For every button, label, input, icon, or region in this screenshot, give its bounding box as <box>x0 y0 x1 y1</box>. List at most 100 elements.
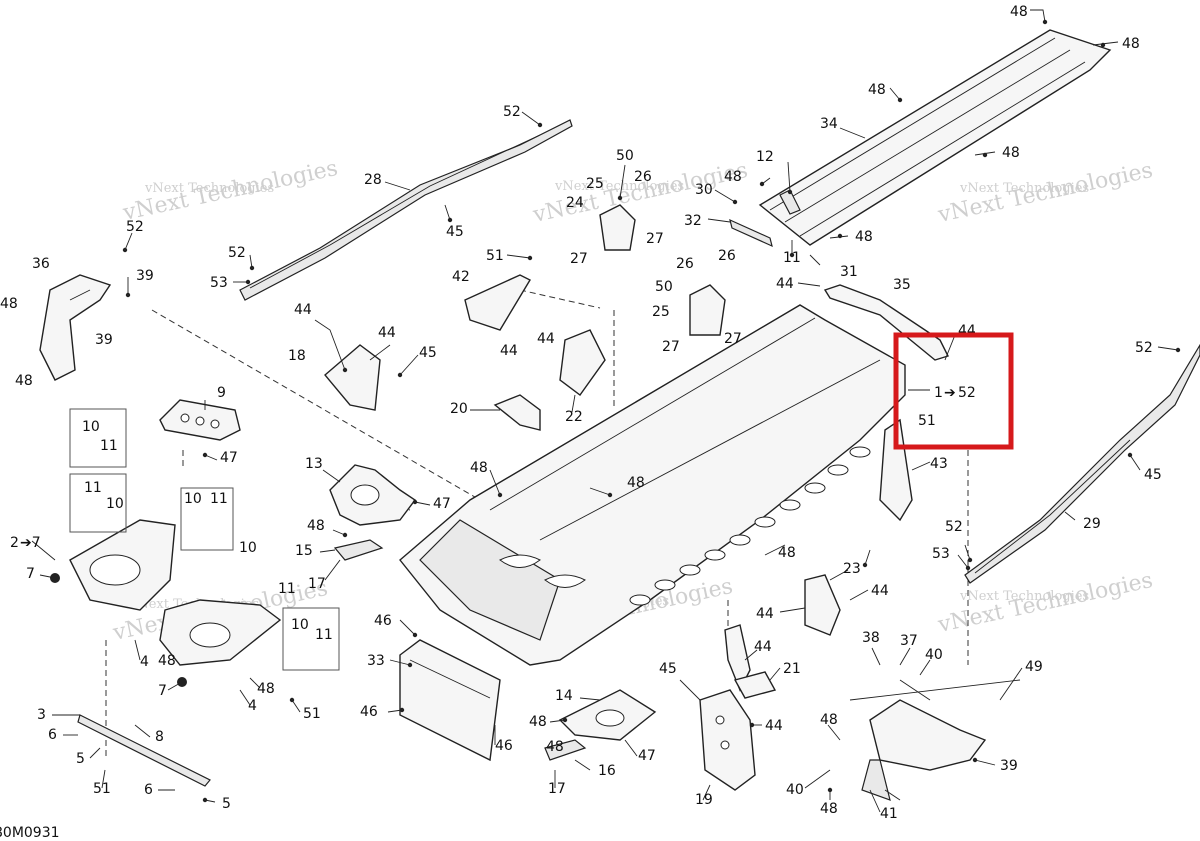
callout-label: 7 <box>158 683 167 699</box>
callout-label: 48 <box>546 739 564 755</box>
callout-labels: 48 48 48 34 48 12 48 30 32 48 11 31 52 2… <box>0 4 1162 822</box>
diagram-code: 80M0931 <box>0 825 60 841</box>
callout-label: 49 <box>1025 659 1043 675</box>
callout-label: 45 <box>659 661 677 677</box>
callout-label: 44 <box>294 302 312 318</box>
callout-label: 27 <box>662 339 680 355</box>
callout-label: 6 <box>144 782 153 798</box>
callout-label: 44 <box>871 583 889 599</box>
part-16 <box>544 739 587 761</box>
callout-label: 44 <box>765 718 783 734</box>
callout-label: 39 <box>95 332 113 348</box>
part-21 <box>724 624 777 699</box>
callout-label: 11 <box>315 627 333 643</box>
callout-label: 34 <box>820 116 838 132</box>
callout-label: 41 <box>880 806 898 822</box>
watermark: vNext Technologies <box>959 589 1089 604</box>
callout-label: 10 <box>239 540 257 556</box>
callout-label: 36 <box>32 256 50 272</box>
callout-label: 50 <box>616 148 634 164</box>
callout-label: 22 <box>565 409 583 425</box>
callout-label: 39 <box>1000 758 1018 774</box>
callout-label: 52 <box>228 245 246 261</box>
tunnel-vent-holes <box>629 446 871 606</box>
callout-label: 48 <box>778 545 796 561</box>
callout-label: 25 <box>652 304 670 320</box>
callout-label: 26 <box>676 256 694 272</box>
callout-label: 53 <box>932 546 950 562</box>
highlight-arrow: ➔ <box>944 385 956 401</box>
part-19 <box>699 689 756 791</box>
callout-label: 48 <box>1122 36 1140 52</box>
bracket-25 <box>689 284 726 336</box>
callout-label: 11 <box>783 250 801 266</box>
callout-label: 35 <box>893 277 911 293</box>
panel-33 <box>399 639 501 762</box>
hardware-box <box>69 473 127 533</box>
callout-label: 27 <box>724 331 742 347</box>
callout-label: 27 <box>646 231 664 247</box>
callout-label: 51 <box>486 248 504 264</box>
part-35 <box>823 284 949 361</box>
callout-label: 46 <box>495 738 513 754</box>
callout-label: 53 <box>210 275 228 291</box>
part-20 <box>493 394 541 431</box>
callout-label: 52 <box>1135 340 1153 356</box>
callout-label: 25 <box>586 176 604 192</box>
callout-label: 17 <box>548 781 566 797</box>
callout-label: 48 <box>0 296 18 312</box>
callout-label: 3 <box>37 707 46 723</box>
strip-3 <box>77 714 211 787</box>
callout-label: 44 <box>756 606 774 622</box>
hardware-box <box>282 607 340 671</box>
callout-label: 10 <box>82 419 100 435</box>
callout-label: ➔7 <box>20 535 41 551</box>
highlight-second-number: 52 <box>958 385 976 401</box>
callout-label: 44 <box>754 639 772 655</box>
highlight-first-number: 1 <box>934 385 943 401</box>
callout-label: 28 <box>364 172 382 188</box>
callout-label: 48 <box>1010 4 1028 20</box>
callout-label: 11 <box>100 438 118 454</box>
callout-label: 47 <box>433 496 451 512</box>
callout-label: 31 <box>840 264 858 280</box>
callout-label: 42 <box>452 269 470 285</box>
callout-label: 16 <box>598 763 616 779</box>
callout-label: 11 <box>210 491 228 507</box>
callout-label: 37 <box>900 633 918 649</box>
callout-label: 45 <box>419 345 437 361</box>
callout-label: 48 <box>307 518 325 534</box>
watermark: vNext Technologies <box>554 179 684 194</box>
part-15 <box>333 539 384 561</box>
callout-label: 48 <box>15 373 33 389</box>
front-frame-2 <box>69 519 176 611</box>
callout-label: 40 <box>786 782 804 798</box>
callout-label: 48 <box>529 714 547 730</box>
callout-label: 52 <box>126 219 144 235</box>
callout-label: 8 <box>155 729 164 745</box>
callout-label: 26 <box>634 169 652 185</box>
callout-label: 6 <box>48 727 57 743</box>
callout-label: 48 <box>627 475 645 491</box>
callout-label: 48 <box>820 801 838 817</box>
callout-label: 47 <box>220 450 238 466</box>
front-frame-lower <box>159 599 282 666</box>
callout-label: 24 <box>566 195 584 211</box>
callout-label: 33 <box>367 653 385 669</box>
callout-label: 44 <box>776 276 794 292</box>
callout-label: 48 <box>470 460 488 476</box>
hardware-boxes <box>69 408 340 671</box>
hardware-box <box>180 487 234 551</box>
part-32 <box>729 218 773 248</box>
callout-label: 40 <box>925 647 943 663</box>
part-42 <box>464 274 531 331</box>
callout-label: 46 <box>360 704 378 720</box>
callout-label: 48 <box>868 82 886 98</box>
callout-label: 4 <box>140 654 149 670</box>
callout-label: 45 <box>1144 467 1162 483</box>
part-13 <box>329 464 417 526</box>
part-23 <box>804 574 841 636</box>
part-14 <box>558 689 657 741</box>
callout-label: 20 <box>450 401 468 417</box>
